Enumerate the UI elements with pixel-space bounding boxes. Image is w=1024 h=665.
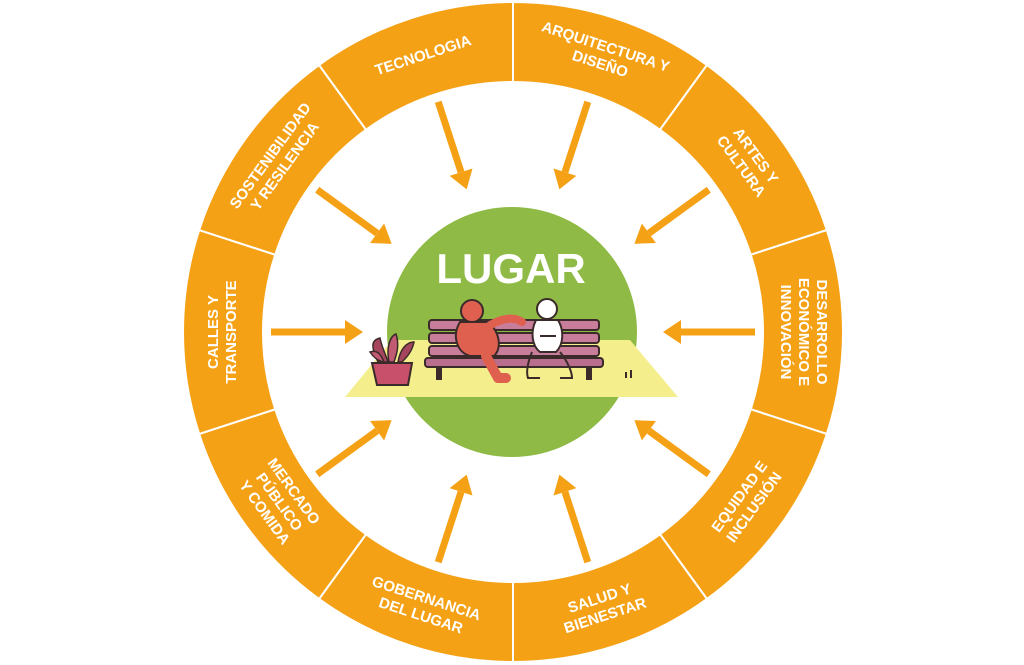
potted-plant-icon: [368, 333, 415, 386]
outer-ring: [181, 0, 845, 664]
arrow-shaft: [315, 427, 380, 478]
grass-tuft-icon: [625, 370, 632, 378]
arrow-shaft: [646, 427, 711, 478]
arrow-head-icon: [449, 168, 473, 190]
segment-label-line: INNOVACIÓN: [777, 285, 795, 380]
arrow-shaft: [434, 100, 465, 174]
segment-label-line: TRANSPORTE: [223, 280, 240, 383]
segment-label-line: ECONÓMICO E: [795, 278, 813, 386]
arrow-shaft: [434, 490, 465, 564]
ring-segment-tecnologia: [317, 0, 514, 132]
arrow-head-icon: [449, 474, 473, 496]
arrows-group: [271, 100, 755, 564]
arrow-head-icon: [370, 420, 392, 441]
arrow-head-icon: [634, 420, 656, 441]
arrow-head-icon: [345, 320, 363, 344]
arrow-head-icon: [553, 474, 577, 496]
arrow-head-icon: [370, 223, 392, 244]
segment-label-line: CALLES Y: [205, 295, 222, 369]
arrow-shaft: [561, 100, 592, 174]
center-title: LUGAR: [436, 245, 585, 292]
bench-scene-illustration: [345, 298, 678, 397]
segment-label-line: DESARROLLO: [813, 280, 830, 385]
arrow-shaft: [646, 186, 711, 237]
white-person-icon: [526, 298, 574, 379]
arrow-head-icon: [553, 168, 577, 190]
arrow-shaft: [315, 186, 380, 237]
arrow-head-icon: [634, 223, 656, 244]
arrow-head-icon: [663, 320, 681, 344]
red-person-icon: [454, 299, 526, 383]
arrow-shaft: [561, 490, 592, 564]
